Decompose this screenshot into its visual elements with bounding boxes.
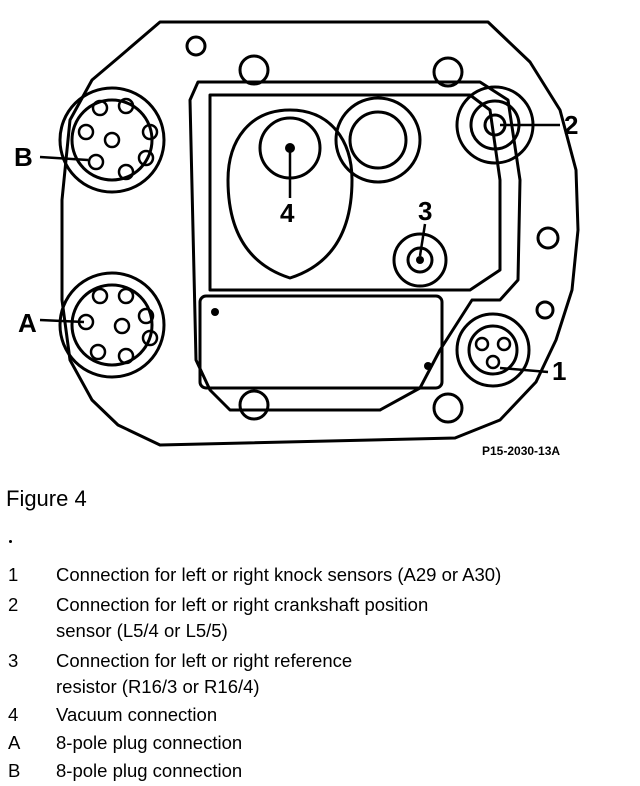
mount-hole [535, 300, 555, 320]
plug-a-outer [58, 271, 166, 379]
mount-hole [238, 54, 270, 86]
legend-text: Vacuum connection [56, 704, 218, 725]
mount-hole [432, 392, 464, 424]
label-3: 3 [418, 196, 432, 226]
legend-key: 1 [8, 564, 19, 585]
connector-3-outer [392, 232, 448, 288]
legend-text: 8-pole plug connection [56, 732, 243, 753]
legend-text: Connection for left or right reference r… [56, 650, 353, 697]
legend-text: Connection for left or right crankshaft … [56, 594, 429, 641]
lower-plate [198, 294, 444, 390]
plug-a-inner [70, 283, 154, 367]
connector-1-inner [467, 324, 519, 376]
legend-text: 8-pole plug connection [56, 760, 243, 781]
legend-key: B [8, 760, 21, 781]
label-2: 2 [564, 110, 578, 140]
connector-1-outer [455, 312, 531, 388]
figure-code: P15-2030-13A [482, 444, 560, 458]
mount-hole [238, 389, 270, 421]
mount-hole [432, 56, 464, 88]
housing-outline [60, 20, 580, 447]
legend-key: 4 [8, 704, 19, 725]
control-unit-diagram: B A 1 2 3 4 P15-2030-13A [14, 20, 580, 458]
label-1: 1 [552, 356, 566, 386]
speck [9, 540, 12, 543]
figure-caption: Figure 4 [6, 486, 87, 511]
legend-text: Connection for left or right knock senso… [56, 564, 502, 585]
center-cover [208, 93, 502, 292]
mount-hole [536, 226, 560, 250]
legend-key: 3 [8, 650, 19, 671]
label-a: A [18, 308, 37, 338]
mount-hole [185, 35, 207, 57]
legend-key: 2 [8, 594, 19, 615]
round-port-outer [334, 96, 422, 184]
plug-b-outer [58, 86, 166, 194]
vacuum-body [226, 108, 354, 280]
round-port-inner [348, 110, 408, 170]
label-4: 4 [280, 198, 295, 228]
label-b: B [14, 142, 33, 172]
legend-key: A [8, 732, 21, 753]
